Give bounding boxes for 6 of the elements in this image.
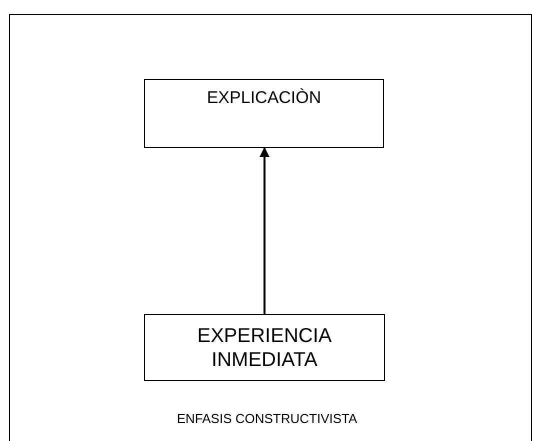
caption: ENFASIS CONSTRUCTIVISTA [176,411,358,426]
box-label: EXPLICACIÒN [206,88,322,108]
arrow [260,147,270,314]
box-label: EXPERIENCIA INMEDIATA [196,324,333,372]
text-box [144,314,385,381]
text-box [144,79,384,148]
